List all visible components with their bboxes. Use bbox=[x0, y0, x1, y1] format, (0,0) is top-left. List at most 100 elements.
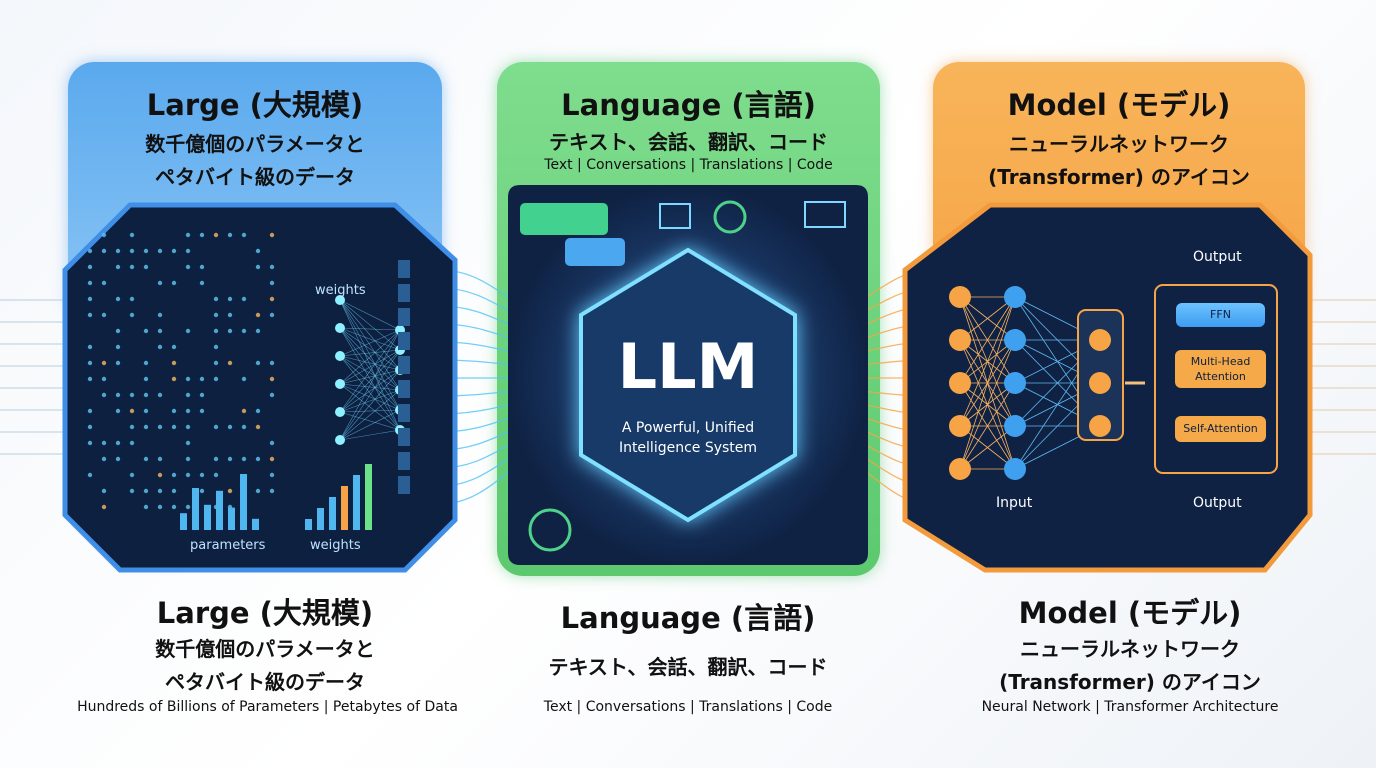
data-dot bbox=[88, 297, 92, 301]
bit-cell bbox=[398, 404, 410, 422]
data-dot bbox=[214, 297, 218, 301]
data-dot bbox=[116, 249, 120, 253]
data-dot bbox=[270, 377, 274, 381]
parameter-bar bbox=[228, 508, 235, 530]
neuron-node bbox=[1089, 415, 1111, 437]
model-title: Model (モデル) bbox=[933, 82, 1305, 124]
parameter-bar bbox=[204, 505, 211, 530]
data-dot bbox=[214, 345, 218, 349]
weight-bar bbox=[341, 486, 348, 530]
data-dot bbox=[186, 457, 190, 461]
data-dot bbox=[186, 233, 190, 237]
data-dot bbox=[228, 361, 232, 365]
data-dot bbox=[158, 329, 162, 333]
language-title: Language (言語) bbox=[497, 82, 880, 124]
data-dot bbox=[158, 345, 162, 349]
data-dot bbox=[270, 265, 274, 269]
data-dot bbox=[102, 457, 106, 461]
data-dot bbox=[130, 265, 134, 269]
large-title: Large (大規模) bbox=[68, 82, 442, 124]
data-dot bbox=[270, 313, 274, 317]
output-top-label: Output bbox=[1193, 249, 1242, 265]
data-dot bbox=[144, 425, 148, 429]
language-bottom-title: Language (言語) bbox=[488, 595, 888, 637]
data-dot bbox=[144, 393, 148, 397]
data-dot bbox=[158, 249, 162, 253]
data-dot bbox=[270, 393, 274, 397]
weight-bar bbox=[353, 475, 360, 530]
data-dot bbox=[200, 473, 204, 477]
data-dot bbox=[214, 473, 218, 477]
model-bottom-jp1: ニューラルネットワーク bbox=[930, 633, 1330, 662]
data-dot bbox=[242, 457, 246, 461]
data-dot bbox=[256, 265, 260, 269]
data-dot bbox=[130, 233, 134, 237]
data-dot bbox=[144, 505, 148, 509]
data-dot bbox=[186, 249, 190, 253]
data-dot bbox=[228, 297, 232, 301]
data-dot bbox=[130, 249, 134, 253]
data-dot bbox=[228, 313, 232, 317]
data-dot bbox=[88, 473, 92, 477]
data-dot bbox=[158, 313, 162, 317]
data-dot bbox=[228, 457, 232, 461]
data-dot bbox=[158, 457, 162, 461]
language-en-line: Text | Conversations | Translations | Co… bbox=[497, 157, 880, 173]
data-dot bbox=[130, 393, 134, 397]
llm-subtitle1: A Powerful, Unified bbox=[581, 420, 795, 436]
data-dot bbox=[186, 393, 190, 397]
data-dot bbox=[228, 489, 232, 493]
data-dot bbox=[270, 489, 274, 493]
neuron-node bbox=[1089, 372, 1111, 394]
language-bottom-jp: テキスト、会話、翻訳、コード bbox=[488, 651, 888, 680]
data-dot bbox=[214, 313, 218, 317]
data-dot bbox=[186, 265, 190, 269]
bit-cell bbox=[398, 380, 410, 398]
data-dot bbox=[214, 329, 218, 333]
weight-bar bbox=[305, 519, 312, 530]
chat-bubble-icon bbox=[520, 203, 608, 235]
data-dot bbox=[158, 489, 162, 493]
data-dot bbox=[200, 233, 204, 237]
data-dot bbox=[256, 425, 260, 429]
model-caption: Neural Network | Transformer Architectur… bbox=[930, 699, 1330, 715]
neuron-node bbox=[949, 286, 971, 308]
data-dot bbox=[214, 425, 218, 429]
data-dot bbox=[130, 473, 134, 477]
data-dot bbox=[88, 377, 92, 381]
data-dot bbox=[88, 265, 92, 269]
data-dot bbox=[88, 409, 92, 413]
network-node bbox=[335, 379, 345, 389]
data-dot bbox=[256, 329, 260, 333]
weight-bar bbox=[365, 464, 372, 530]
data-dot bbox=[130, 313, 134, 317]
data-dot bbox=[200, 377, 204, 381]
data-dot bbox=[270, 361, 274, 365]
data-dot bbox=[88, 249, 92, 253]
data-dot bbox=[242, 297, 246, 301]
data-dot bbox=[242, 377, 246, 381]
data-dot bbox=[158, 281, 162, 285]
neuron-node bbox=[1004, 372, 1026, 394]
data-dot bbox=[102, 377, 106, 381]
parameter-bar bbox=[216, 491, 223, 530]
large-jp-line2: ペタバイト級のデータ bbox=[68, 161, 442, 190]
neuron-node bbox=[1004, 458, 1026, 480]
data-dot bbox=[172, 281, 176, 285]
data-dot bbox=[116, 393, 120, 397]
weight-bar bbox=[329, 497, 336, 530]
data-dot bbox=[256, 361, 260, 365]
data-dot bbox=[256, 249, 260, 253]
data-dot bbox=[214, 233, 218, 237]
data-dot bbox=[200, 489, 204, 493]
weight-bar bbox=[317, 508, 324, 530]
data-dot bbox=[116, 265, 120, 269]
data-dot bbox=[186, 409, 190, 413]
bit-cell bbox=[398, 428, 410, 446]
data-dot bbox=[200, 409, 204, 413]
data-dot bbox=[214, 377, 218, 381]
large-jp-line1: 数千億個のパラメータと bbox=[68, 128, 442, 157]
mha-line2: Attention bbox=[1195, 370, 1246, 383]
data-dot bbox=[88, 281, 92, 285]
network-node bbox=[335, 323, 345, 333]
